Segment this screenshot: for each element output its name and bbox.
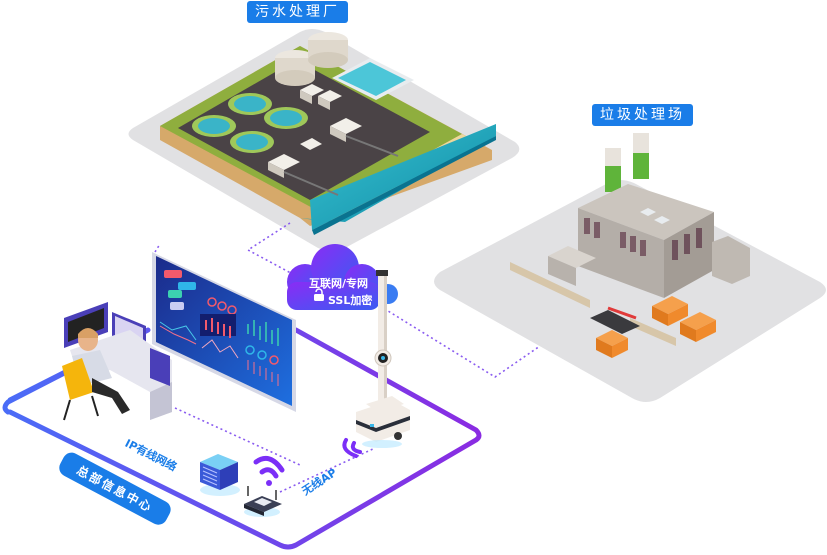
waste-plant-label: 垃圾处理场 xyxy=(592,104,693,126)
wifi-icon xyxy=(253,455,285,486)
cloud-network-label: 互联网/专网 xyxy=(309,277,369,290)
router-icon xyxy=(244,486,282,517)
big-display-screen xyxy=(152,252,296,412)
sewage-plant-illustration xyxy=(128,29,520,251)
garbage-truck xyxy=(596,330,628,358)
waste-plant-illustration xyxy=(434,133,826,402)
server-icon xyxy=(200,454,240,496)
link-screen-to-router xyxy=(174,407,301,466)
operator-workstation xyxy=(62,302,172,421)
garbage-truck xyxy=(652,296,688,326)
dotted-connections xyxy=(154,222,541,493)
wifi-icon xyxy=(342,438,362,458)
inspection-robot-icon xyxy=(356,270,410,448)
link-cloud-to-waste xyxy=(379,305,541,378)
garbage-truck xyxy=(680,312,716,342)
sewage-plant-label: 污水处理厂 xyxy=(247,1,348,23)
link-monitor-to-screen xyxy=(154,243,161,253)
link-sewage-to-cloud xyxy=(246,222,301,279)
lock-icon xyxy=(314,288,324,301)
waste-platform-shadow xyxy=(434,180,826,402)
ssl-encryption-label: SSL加密 xyxy=(328,294,373,307)
